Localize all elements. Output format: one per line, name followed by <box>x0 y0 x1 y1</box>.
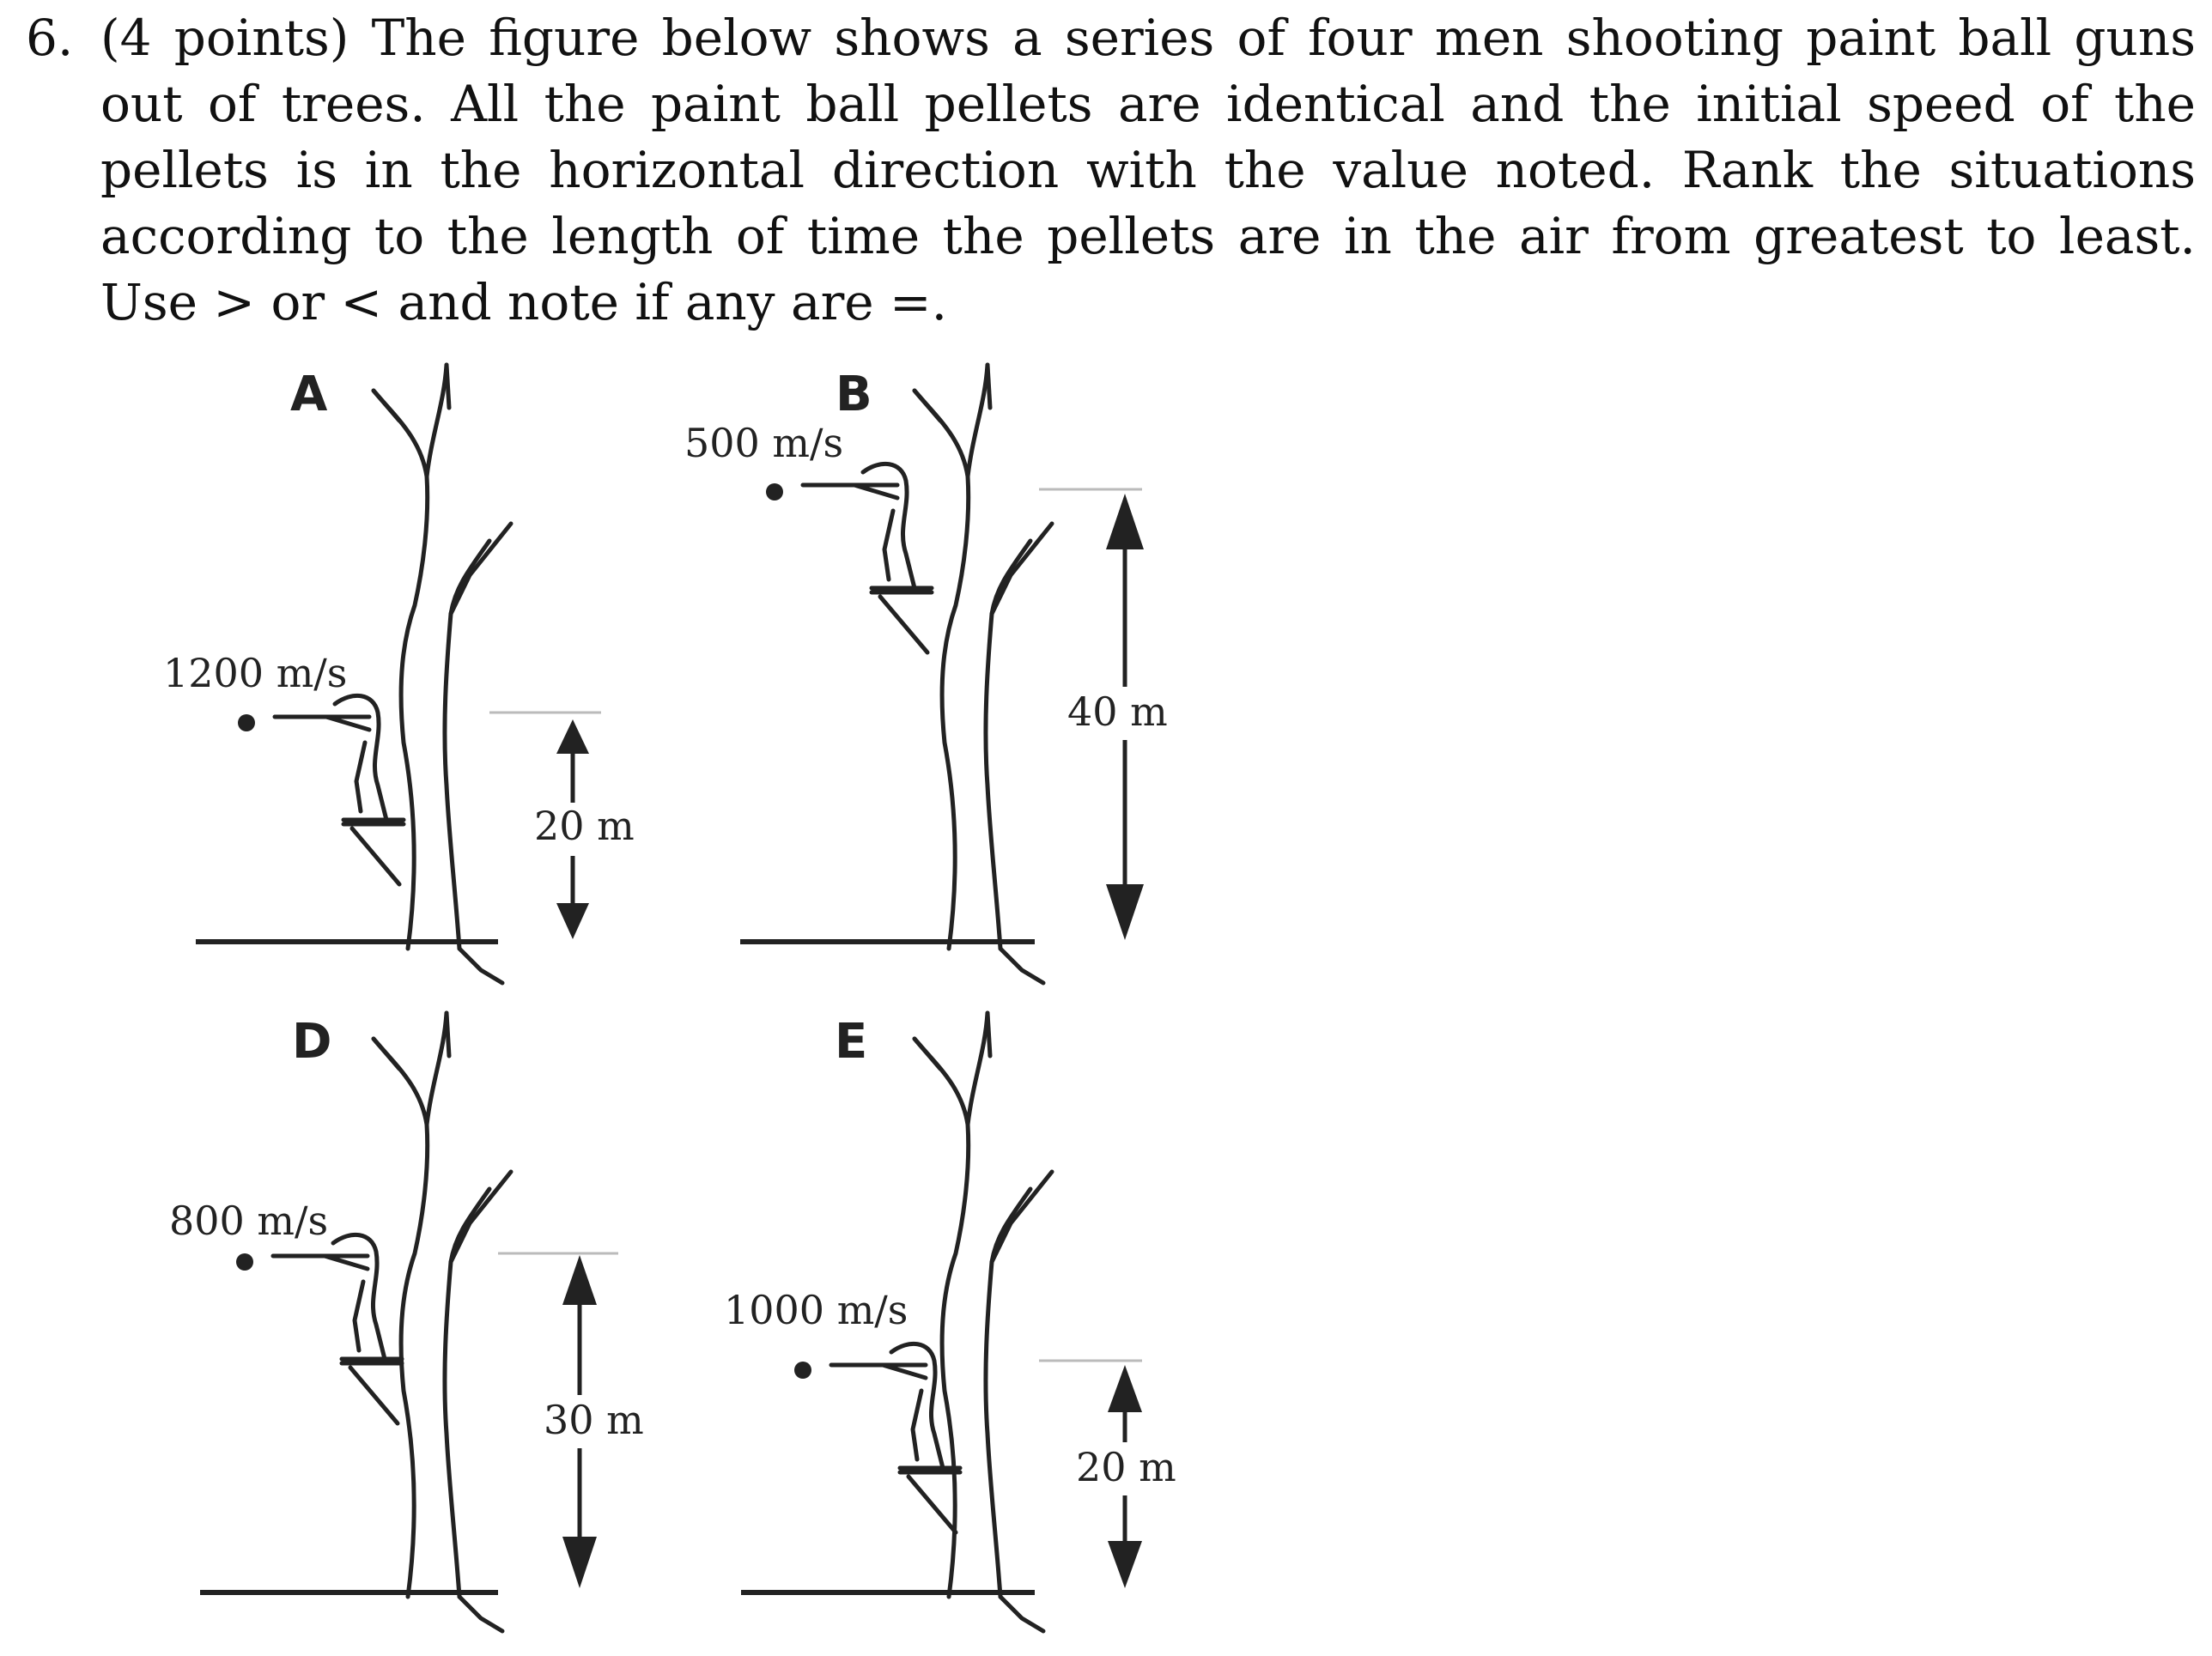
panel-e-arrow-down <box>1108 1541 1142 1588</box>
panel-b-pellet <box>766 483 783 500</box>
panel-d-shooter <box>273 1234 402 1423</box>
panel-e-tree <box>915 1013 1052 1631</box>
panel-e-shooter <box>831 1344 960 1532</box>
panel-b-shooter <box>803 464 932 652</box>
panel-b-speed: 500 m/s <box>684 420 843 466</box>
panel-a-shooter <box>275 695 404 884</box>
panel-a-arrow-up <box>556 719 589 754</box>
panel-e-speed: 1000 m/s <box>724 1287 908 1333</box>
panel-a-arrow-down <box>556 903 589 939</box>
panel-a-height: 20 m <box>534 803 635 849</box>
panel-a-letter: A <box>290 367 328 422</box>
panel-a-speed: 1200 m/s <box>163 650 347 696</box>
panel-a-pellet <box>238 714 255 731</box>
panel-a: A 1200 m/s 20 m <box>163 365 635 983</box>
panel-d: D 800 m/s 30 m <box>169 1013 644 1631</box>
panel-b-letter: B <box>836 367 872 422</box>
panel-e: E 1000 m/s 20 m <box>724 1013 1181 1631</box>
panel-d-tree <box>374 1013 511 1631</box>
question-text: (4 points) The figure below shows a seri… <box>100 9 2196 331</box>
panel-b: B 500 m/s 40 m <box>684 365 1172 983</box>
panel-d-arrow-up <box>562 1255 597 1305</box>
panel-d-letter: D <box>292 1014 331 1070</box>
panel-b-arrow-down <box>1106 884 1144 940</box>
panel-d-speed: 800 m/s <box>169 1198 328 1244</box>
panel-a-tree <box>374 365 511 983</box>
panel-b-height: 40 m <box>1067 688 1168 735</box>
panel-d-pellet <box>236 1253 253 1271</box>
panel-e-pellet <box>794 1362 811 1379</box>
panel-e-arrow-up <box>1108 1365 1142 1412</box>
question-number: 6. <box>26 9 74 67</box>
panel-e-letter: E <box>835 1014 867 1070</box>
panel-b-tree <box>915 365 1052 983</box>
panel-b-arrow-up <box>1106 494 1144 549</box>
panel-d-height: 30 m <box>544 1397 644 1443</box>
panel-d-arrow-down <box>562 1537 597 1588</box>
panel-e-height: 20 m <box>1076 1444 1176 1490</box>
